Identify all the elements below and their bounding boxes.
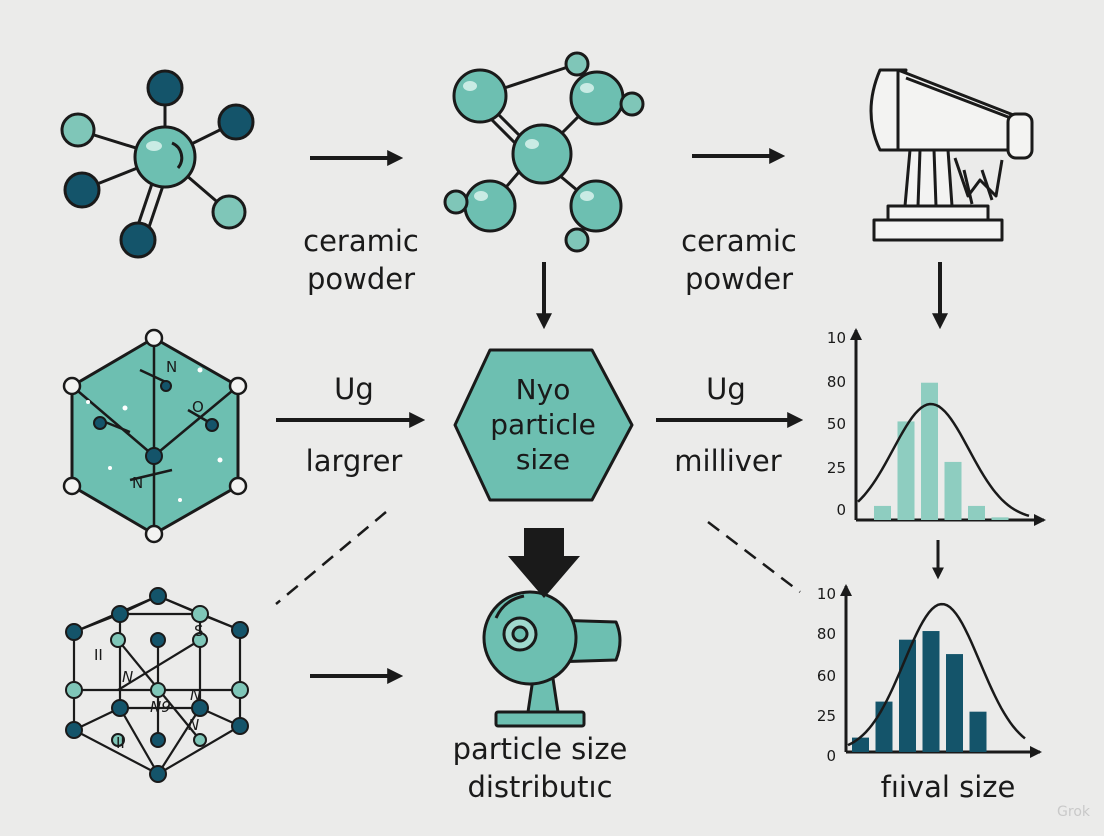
atom-label: S bbox=[194, 622, 204, 640]
spray-nozzle-icon bbox=[869, 68, 1034, 242]
bar bbox=[991, 517, 1009, 520]
thick-down-arrow bbox=[508, 528, 580, 598]
particle-size-hexagon bbox=[453, 348, 634, 502]
bar bbox=[944, 461, 962, 520]
dashed-connector bbox=[707, 521, 801, 593]
bar bbox=[852, 737, 869, 752]
label-mid-left-top: Ug bbox=[334, 372, 374, 406]
molecule-icon bbox=[60, 69, 255, 259]
watermark: Grok bbox=[1057, 804, 1090, 820]
y-tick-label: 25 bbox=[827, 459, 846, 477]
flow-arrows bbox=[275, 148, 948, 684]
atom-label: II bbox=[116, 734, 125, 752]
label-mid-left-bottom: largrer bbox=[305, 444, 403, 478]
y-tick-label: 0 bbox=[826, 747, 836, 765]
label-line: particle bbox=[490, 408, 596, 441]
y-tick-label: 50 bbox=[827, 415, 846, 433]
label-line: ceramic bbox=[681, 224, 797, 258]
label-mid-right-top: Ug bbox=[706, 372, 746, 406]
bar bbox=[874, 505, 891, 520]
atom-label: N9 bbox=[150, 698, 171, 716]
atom-label: N bbox=[166, 358, 177, 376]
y-tick-label: 80 bbox=[817, 625, 836, 643]
dashed-connector bbox=[275, 511, 387, 605]
lattice-icon: N N N9 N S II II bbox=[65, 587, 249, 783]
y-tick-label: 25 bbox=[817, 707, 836, 725]
bar bbox=[921, 382, 938, 520]
x-axis-arrowhead bbox=[1030, 746, 1042, 758]
x-axis-arrowhead bbox=[1034, 514, 1046, 526]
y-tick-label: 10 bbox=[827, 329, 846, 347]
mill-icon bbox=[482, 590, 622, 728]
bar bbox=[968, 505, 985, 520]
y-tick-label: 0 bbox=[836, 501, 846, 519]
label-mid-right-bottom: milliver bbox=[674, 444, 782, 478]
distribution-curve bbox=[857, 402, 1030, 517]
distribution-curve bbox=[847, 602, 1026, 747]
atom-label: O bbox=[192, 398, 204, 416]
bar bbox=[946, 654, 963, 752]
y-tick-label: 60 bbox=[817, 667, 836, 685]
y-tick-label: 10 bbox=[817, 585, 836, 603]
atom-label: N bbox=[188, 716, 199, 734]
atom-label: N bbox=[132, 474, 143, 492]
atom-label: N bbox=[190, 686, 201, 704]
label-bottom-center: particle size distributıc bbox=[440, 730, 640, 806]
label-bottom-right: fıival size bbox=[880, 770, 1016, 804]
label-line: distributıc bbox=[467, 770, 613, 804]
atom-label: II bbox=[94, 646, 103, 664]
bar bbox=[875, 701, 893, 752]
bar bbox=[922, 631, 940, 752]
label-line: powder bbox=[684, 262, 794, 296]
label-line: size bbox=[515, 443, 571, 476]
chart-final-size-distribution: 10 80 60 25 0 bbox=[817, 584, 1042, 765]
chart-upper-distribution: 10 80 50 25 0 bbox=[827, 328, 1046, 526]
label-top-left: ceramic powder bbox=[288, 222, 434, 298]
label-line: ceramic bbox=[303, 224, 419, 258]
label-line: Nyo bbox=[515, 373, 571, 406]
y-axis-arrowhead bbox=[840, 584, 852, 596]
atom-label: N bbox=[122, 668, 133, 686]
label-line: powder bbox=[306, 262, 416, 296]
label-top-right: ceramic powder bbox=[666, 222, 812, 298]
bar bbox=[897, 421, 915, 520]
y-tick-label: 80 bbox=[827, 373, 846, 391]
crystal-cube-icon: N O N bbox=[62, 328, 248, 544]
label-line: particle size bbox=[452, 732, 628, 766]
hexagon-label: Nyo particle size bbox=[470, 372, 616, 477]
molecule-icon bbox=[443, 51, 645, 253]
bar bbox=[899, 639, 916, 752]
bar bbox=[969, 711, 987, 752]
y-axis-arrowhead bbox=[850, 328, 862, 340]
